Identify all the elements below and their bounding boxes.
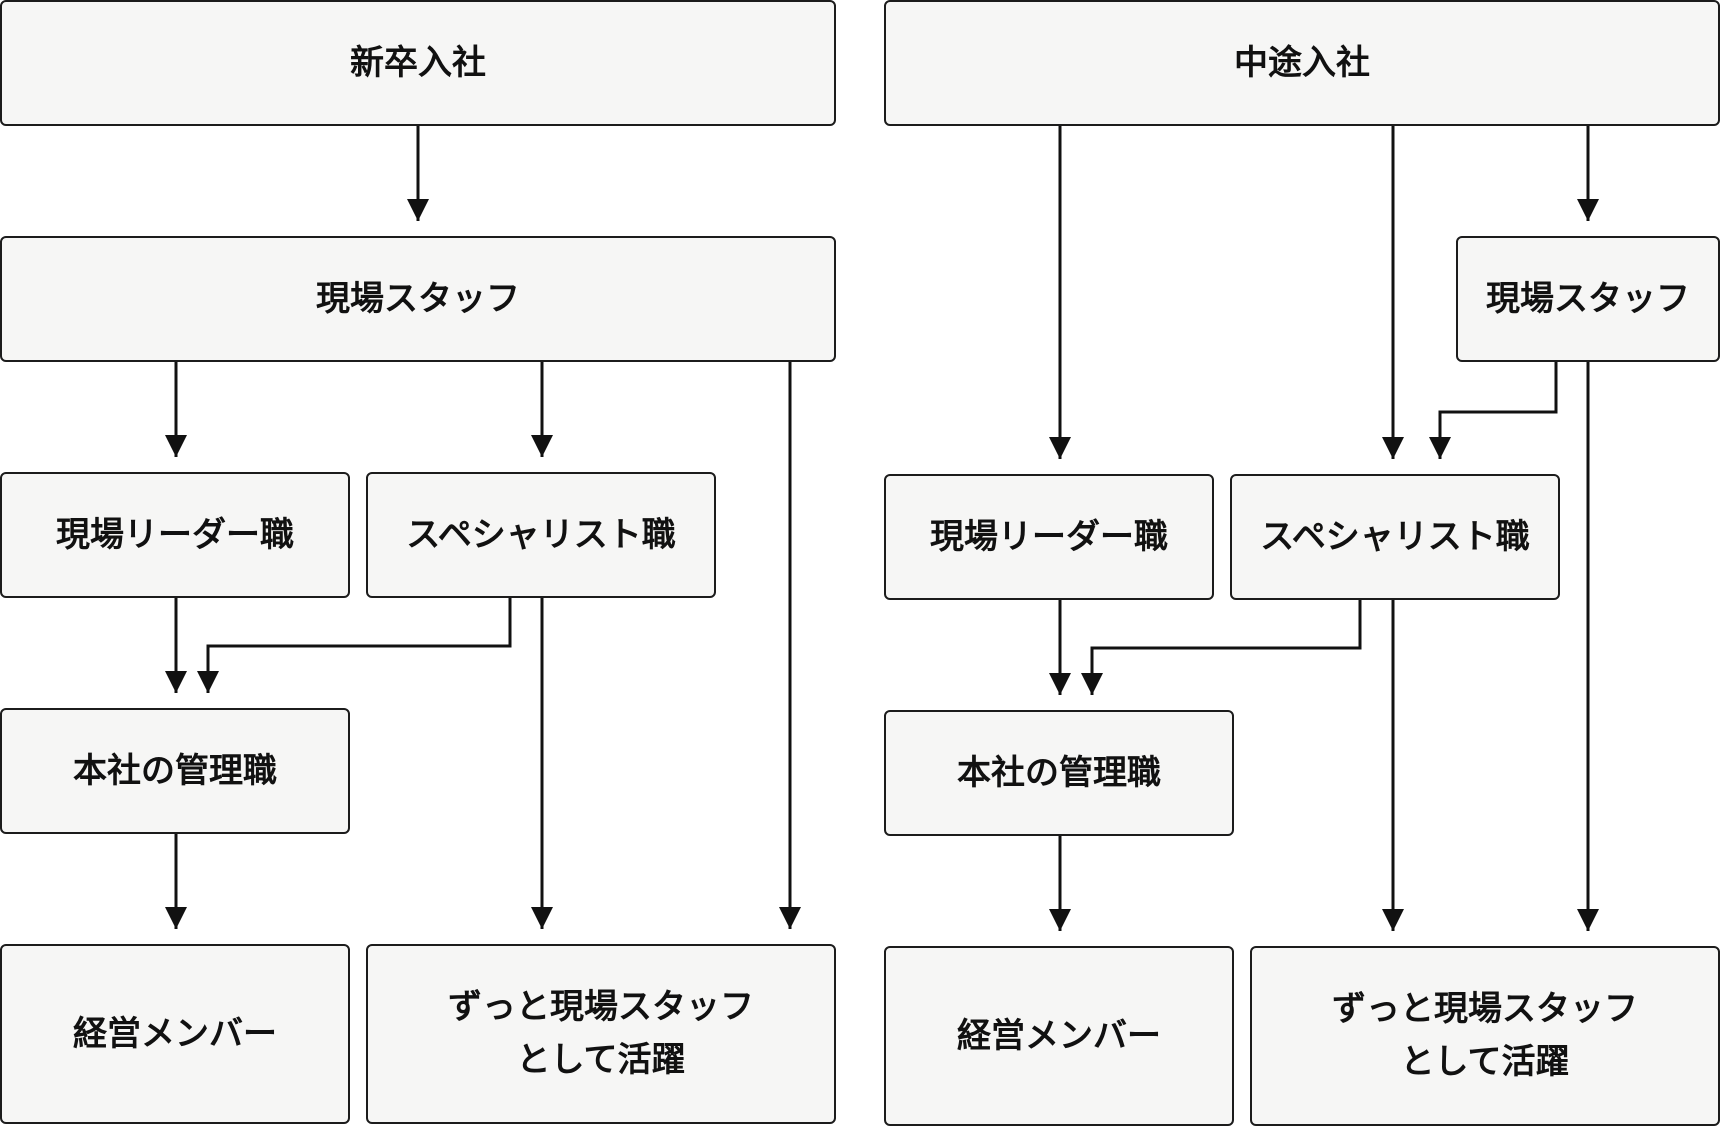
node-left-new-grad-entry: 新卒入社: [0, 0, 836, 126]
node-left-executive: 経営メンバー: [0, 944, 350, 1124]
arrow-right-specialist-to-manager: [1081, 600, 1362, 695]
node-left-field-staff: 現場スタッフ: [0, 236, 836, 362]
node-left-career-field-staff: ずっと現場スタッフ として活躍: [366, 944, 836, 1124]
node-left-specialist: スペシャリスト職: [366, 472, 716, 598]
node-left-field-leader: 現場リーダー職: [0, 472, 350, 598]
arrow-right-staff-to-specialist: [1429, 362, 1558, 459]
node-right-field-leader: 現場リーダー職: [884, 474, 1214, 600]
node-right-career-field-staff: ずっと現場スタッフ として活躍: [1250, 946, 1720, 1126]
node-right-field-staff: 現場スタッフ: [1456, 236, 1720, 362]
node-left-hq-manager: 本社の管理職: [0, 708, 350, 834]
node-right-hq-manager: 本社の管理職: [884, 710, 1234, 836]
node-right-mid-career-entry: 中途入社: [884, 0, 1720, 126]
arrow-left-specialist-to-manager: [197, 598, 512, 693]
node-right-specialist: スペシャリスト職: [1230, 474, 1560, 600]
node-right-executive: 経営メンバー: [884, 946, 1234, 1126]
